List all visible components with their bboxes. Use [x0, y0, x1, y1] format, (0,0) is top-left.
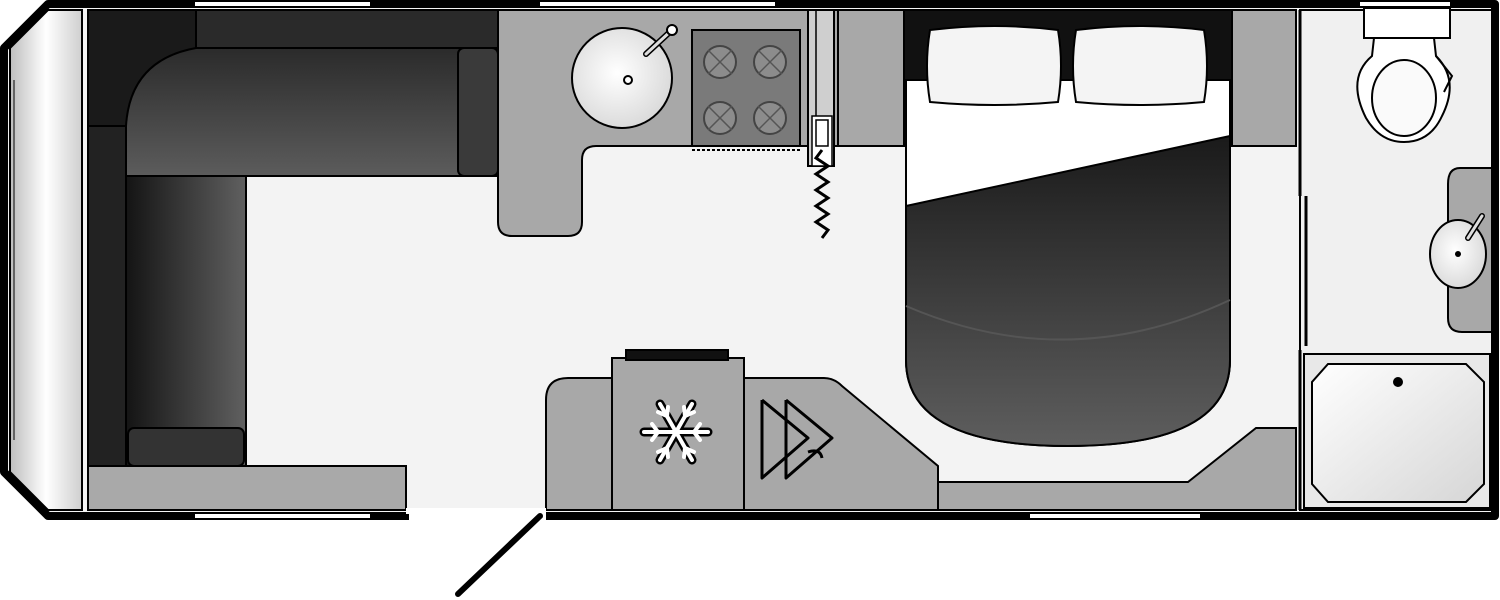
bedside-left [837, 9, 905, 147]
bedroom [545, 9, 1297, 511]
kitchen-sink [571, 24, 678, 129]
front-chest [9, 9, 83, 511]
door-leaf[interactable] [455, 513, 543, 597]
window-top-front [195, 2, 370, 6]
entrance-door[interactable] [403, 508, 546, 597]
window-bottom-bedroom [1030, 514, 1200, 518]
window-bottom-front [195, 514, 370, 518]
pillow-right [1072, 25, 1208, 106]
sofa-side-cushion-end [127, 427, 245, 467]
shower-drain-icon [1393, 377, 1403, 387]
toilet [1356, 7, 1454, 144]
hanger-icon [760, 398, 834, 480]
washroom [1298, 7, 1493, 511]
sofa-end-cushion [457, 47, 499, 177]
sofa-backrest-top [195, 9, 499, 49]
hob [691, 29, 801, 151]
bedroom-bench [937, 427, 1297, 511]
shower-tray [1303, 353, 1491, 509]
window-top-bathroom [1360, 2, 1450, 6]
pillow-left [926, 25, 1062, 106]
front-lounge [9, 9, 499, 511]
pillows [926, 25, 1208, 106]
sofa-backrest-left [87, 125, 127, 467]
sofa-side-seat [125, 175, 247, 467]
folding-door [813, 149, 831, 239]
window-top-kitchen [540, 2, 775, 6]
duvet [905, 134, 1231, 448]
washroom-basin [1429, 213, 1487, 289]
bedside-right [1231, 9, 1297, 147]
front-shelf [87, 465, 407, 511]
kitchen [497, 9, 901, 239]
